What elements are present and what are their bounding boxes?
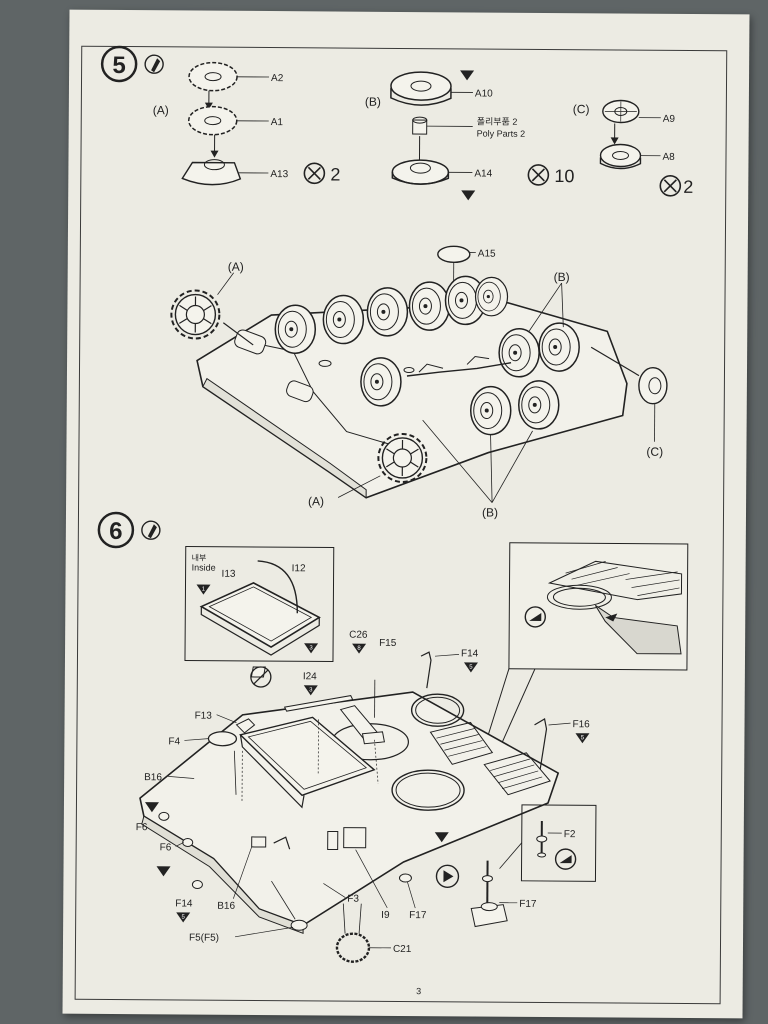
assembly-label-c: (C) [646, 445, 663, 459]
svg-text:3: 3 [309, 687, 313, 693]
cut-warning-icon [524, 606, 546, 628]
part-label-a14: A14 [474, 168, 492, 179]
assembly-label-a-bottom: (A) [308, 494, 324, 508]
part-label-c21: C21 [393, 944, 412, 955]
multiply-icon [303, 162, 326, 185]
step5-hull-assembly: A15 (A) (A) [170, 245, 668, 520]
assembly-label-b-top: (B) [554, 270, 570, 284]
page-number: 3 [416, 986, 421, 996]
instruction-drawing: 5 (A) A2 A1 [97, 45, 693, 996]
step5-b-label: (B) [365, 95, 381, 109]
inside-inset: 내부 Inside I13 I12 1 3 [184, 545, 335, 662]
part-label-a2: A2 [271, 73, 284, 84]
assembly-label-b-bottom: (B) [482, 506, 498, 520]
step5-sub-c: (C) A9 A8 2 [573, 99, 693, 197]
poly-parts-label-en: Poly Parts 2 [477, 128, 526, 138]
step5-header: 5 [100, 45, 164, 83]
multiply-icon [659, 174, 682, 197]
part-label-f3: F3 [347, 894, 359, 905]
step5-c-quantity: 2 [683, 177, 693, 197]
inside-label-ko: 내부 [192, 554, 207, 563]
part-label-f6-upper: F6 [136, 822, 148, 833]
part-label-f2: F2 [564, 829, 576, 840]
cement-tip-icon [435, 864, 460, 888]
idler-part-a9 [602, 99, 640, 124]
part-label-i13: I13 [222, 569, 236, 580]
step5-c-label: (C) [573, 102, 590, 116]
svg-text:5: 5 [469, 664, 473, 670]
part-label-a1: A1 [271, 117, 284, 128]
part-label-c26: C26 [349, 630, 368, 641]
svg-text:3: 3 [309, 645, 313, 651]
triangle-marker [156, 866, 171, 877]
step5-sub-a: (A) A2 A1 A13 2 [153, 61, 340, 186]
part-label-i12: I12 [292, 563, 306, 574]
poly-cap-part [412, 116, 428, 135]
step6-part-labels: C26 8 F15 F14 5 I24 3 F13 F4 F16 5 B16 F… [136, 630, 590, 955]
part-label-f17: F17 [409, 910, 427, 921]
step5-a-label: (A) [153, 103, 169, 117]
triangle-marker [460, 70, 475, 81]
svg-text:8: 8 [357, 646, 361, 652]
part-label-a13: A13 [270, 169, 288, 180]
no-glue-icon [250, 666, 272, 688]
part-label-f5: F5(F5) [189, 932, 219, 943]
glue-icon [141, 520, 161, 540]
detail-inset [508, 542, 689, 671]
triangle-marker: 1 [196, 584, 211, 595]
part-label-f4: F4 [168, 736, 180, 747]
cut-warning-icon [554, 848, 577, 870]
wheel-part-a10 [390, 71, 452, 106]
part-label-f14-bottom: F14 [175, 898, 193, 909]
step5-a-quantity: 2 [330, 164, 340, 184]
f17-detail: F17 [470, 860, 537, 928]
step6-number: 6 [109, 518, 123, 545]
triangle-marker: 3 [304, 643, 319, 654]
hub-part-a13 [181, 159, 242, 186]
idler-part-a8 [599, 143, 642, 170]
part-label-f15: F15 [379, 638, 397, 649]
sprocket-part-a1 [187, 105, 238, 136]
part-label-a15: A15 [478, 248, 496, 259]
step5-b-quantity: 10 [554, 166, 574, 186]
part-label-a8: A8 [662, 152, 675, 163]
multiply-icon [527, 164, 550, 186]
part-label-f17-detail: F17 [519, 899, 537, 910]
part-label-b16-bottom: B16 [217, 901, 235, 912]
f2-detail-box: F2 [499, 804, 597, 882]
inside-label-en: Inside [192, 563, 216, 573]
part-label-f14-top: F14 [461, 648, 479, 659]
wheel-part-a14 [391, 159, 450, 185]
step6-header: 6 [97, 511, 161, 549]
part-label-a10: A10 [475, 88, 493, 99]
part-label-f6-lower: F6 [160, 842, 172, 853]
triangle-marker [461, 190, 476, 201]
svg-text:1: 1 [202, 587, 206, 593]
part-label-i9: I9 [381, 910, 390, 921]
part-label-f16: F16 [572, 719, 590, 730]
svg-text:5: 5 [581, 735, 585, 741]
sprocket-part-a2 [188, 61, 238, 92]
part-label-a9: A9 [663, 114, 676, 125]
poly-parts-label-ko: 폴리부품 2 [477, 116, 518, 126]
assembly-label-a-top: (A) [228, 260, 244, 274]
step5-sub-b: (B) A10 폴리부품 2 Poly Parts 2 [365, 70, 574, 201]
instruction-page: 5 (A) A2 A1 [62, 9, 750, 1019]
part-label-b16-top: B16 [144, 772, 162, 783]
svg-text:5: 5 [181, 914, 185, 920]
glue-icon [144, 54, 164, 74]
part-label-f13: F13 [195, 711, 213, 722]
step5-number: 5 [112, 52, 126, 79]
part-label-i24: I24 [303, 671, 317, 682]
